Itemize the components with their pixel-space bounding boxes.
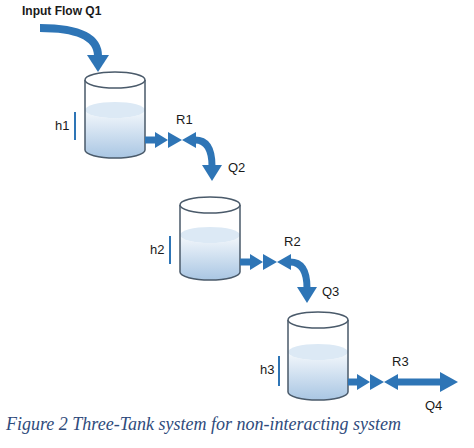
level-marker bbox=[169, 236, 171, 264]
flow-label: Q2 bbox=[228, 160, 245, 175]
level-label: h3 bbox=[260, 362, 274, 377]
level-marker bbox=[278, 356, 280, 386]
outlet-pipe-valve bbox=[240, 254, 317, 303]
outlet-pipe-valve bbox=[348, 372, 458, 392]
level-label: h2 bbox=[150, 242, 164, 257]
inflow-arrow bbox=[40, 28, 109, 72]
outlet-pipe-valve bbox=[145, 132, 222, 181]
resistance-label: R3 bbox=[392, 354, 409, 369]
tank bbox=[180, 197, 240, 280]
resistance-label: R2 bbox=[284, 234, 301, 249]
figure-caption: Figure 2 Three-Tank system for non-inter… bbox=[6, 414, 468, 435]
flow-label: Q3 bbox=[322, 284, 339, 299]
tank bbox=[85, 72, 145, 158]
flow-label: Q4 bbox=[425, 398, 442, 413]
resistance-label: R1 bbox=[176, 112, 193, 127]
level-label: h1 bbox=[55, 118, 69, 133]
level-marker bbox=[74, 112, 76, 140]
input-label: Input Flow Q1 bbox=[22, 4, 101, 18]
tank bbox=[288, 312, 348, 400]
